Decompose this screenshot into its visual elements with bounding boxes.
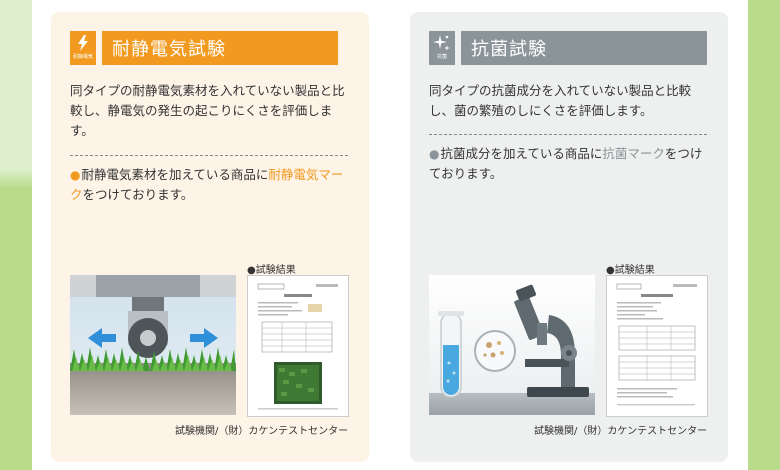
test-report-document xyxy=(606,275,708,417)
note-highlight: 耐静電気マーク xyxy=(70,167,344,202)
card-header: 抗菌 抗菌試験 xyxy=(429,31,707,65)
result-label: ●試験結果 xyxy=(606,265,655,276)
dashed-divider xyxy=(429,134,707,135)
mark-note: ●抗菌成分を加えている商品に抗菌マークをつけております。 xyxy=(429,144,709,184)
testing-institution-caption: 試験機関/（財）カケンテストセンター xyxy=(175,426,349,437)
note-suffix: をつけております。 xyxy=(429,146,703,181)
result-label: ●試験結果 xyxy=(247,265,296,276)
sparkle-icon xyxy=(433,35,450,51)
badge-label: 耐静電気 xyxy=(72,54,93,60)
note-suffix: をつけております。 xyxy=(82,187,194,202)
test-report-document xyxy=(247,275,349,417)
left-background-stripe xyxy=(0,0,32,470)
dashed-divider xyxy=(70,155,348,156)
antibacterial-test-card: 抗菌 抗菌試験 同タイプの抗菌成分を入れていない製品と比較し、菌の繁殖のしにくさ… xyxy=(410,12,728,462)
badge-label: 抗菌 xyxy=(436,54,447,60)
right-background-stripe xyxy=(748,0,780,470)
microscope-illustration xyxy=(429,275,595,415)
caster-wheel-illustration xyxy=(70,275,236,415)
lightning-icon xyxy=(78,35,88,51)
note-highlight: 抗菌マーク xyxy=(602,146,665,161)
card-title: 抗菌試験 xyxy=(461,31,707,65)
card-header: 耐静電気 耐静電気試験 xyxy=(70,31,338,65)
card-description: 同タイプの耐静電気素材を入れていない製品と比較し、静電気の発生の起こりにくさを評… xyxy=(70,83,345,138)
card-title: 耐静電気試験 xyxy=(102,31,338,65)
bullet-dot: ● xyxy=(429,147,440,161)
bullet-dot: ● xyxy=(70,168,81,182)
mark-note: ●耐静電気素材を加えている商品に耐静電気マークをつけております。 xyxy=(70,165,350,205)
note-prefix: 耐静電気素材を加えている商品に xyxy=(81,167,269,182)
note-prefix: 抗菌成分を加えている商品に xyxy=(440,146,603,161)
card-description: 同タイプの抗菌成分を入れていない製品と比較し、菌の繁殖のしにくさを評価します。 xyxy=(429,83,692,118)
testing-institution-caption: 試験機関/（財）カケンテストセンター xyxy=(534,426,708,437)
antistatic-badge: 耐静電気 xyxy=(70,31,96,65)
antibacterial-badge: 抗菌 xyxy=(429,31,455,65)
antistatic-test-card: 耐静電気 耐静電気試験 同タイプの耐静電気素材を入れていない製品と比較し、静電気… xyxy=(51,12,369,462)
